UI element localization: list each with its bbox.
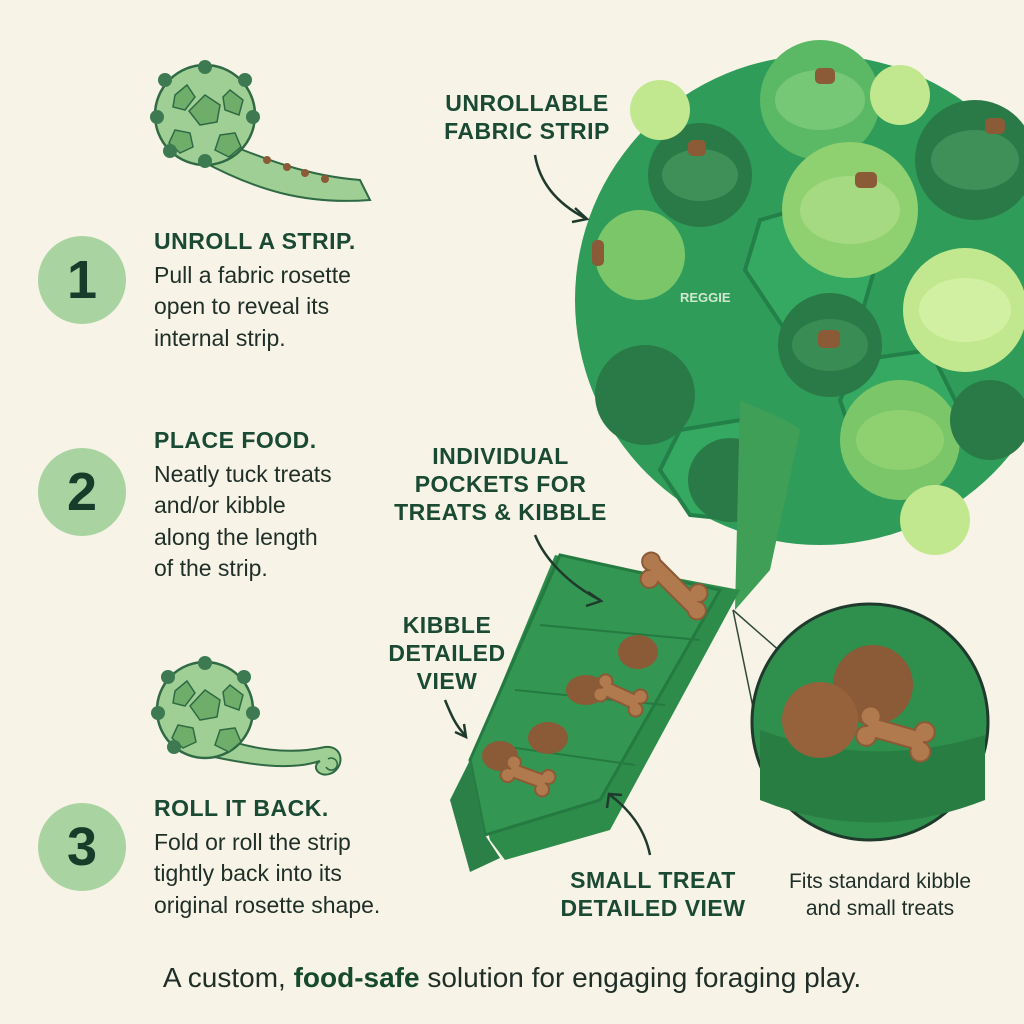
callout-line: UNROLLABLE xyxy=(445,90,609,116)
brand-label: REGGIE xyxy=(680,290,731,305)
step-2-description: Neatly tuck treats and/or kibble along t… xyxy=(154,459,332,584)
step-1-number: 1 xyxy=(38,236,126,324)
callout-pockets: INDIVIDUAL POCKETS FOR TREATS & KIBBLE xyxy=(388,442,613,526)
footer-tagline: A custom, food-safe solution for engagin… xyxy=(0,962,1024,994)
fabric-rosettes xyxy=(595,40,1024,555)
ball-sketch-rolled-icon xyxy=(151,656,342,776)
callout-kibble-view: KIBBLE DETAILED VIEW xyxy=(382,611,512,695)
caption-line: and small treats xyxy=(805,897,955,921)
step-1-line: internal strip. xyxy=(154,324,286,351)
step-3-line: Fold or roll the strip xyxy=(154,829,351,855)
footer-text: solution for engaging foraging play. xyxy=(419,962,862,993)
footer-emphasis: food-safe xyxy=(293,962,420,993)
step-2-line: along the length xyxy=(154,523,318,550)
callout-line: FABRIC STRIP xyxy=(444,118,610,145)
step-3-line: original rosette shape. xyxy=(154,891,381,918)
step-1-description: Pull a fabric rosette open to reveal its… xyxy=(154,260,351,354)
step-3-description: Fold or roll the strip tightly back into… xyxy=(154,827,380,921)
ball-sketch-icon xyxy=(150,60,372,202)
step-1-title: UNROLL A STRIP. xyxy=(154,228,356,254)
step-2-title: PLACE FOOD. xyxy=(154,427,317,453)
caption-line: Fits standard kibble xyxy=(788,870,972,893)
step-2-number: 2 xyxy=(38,448,126,536)
callout-line: INDIVIDUAL xyxy=(432,443,569,469)
callout-line: TREATS & KIBBLE xyxy=(394,499,607,526)
arrow-icon xyxy=(443,154,652,856)
step-2-line: and/or kibble xyxy=(154,492,286,519)
step-1-line: Pull a fabric rosette xyxy=(154,262,351,288)
callout-line: KIBBLE xyxy=(402,612,492,638)
step-2-line: Neatly tuck treats xyxy=(154,461,332,487)
bone-treat-icon xyxy=(499,551,709,798)
detail-magnifier xyxy=(732,602,990,842)
step-3-title: ROLL IT BACK. xyxy=(154,795,329,821)
step-3-number: 3 xyxy=(38,803,126,891)
step-3-line: tightly back into its xyxy=(154,860,342,887)
footer-text: A custom, xyxy=(162,962,294,993)
detail-caption: Fits standard kibble and small treats xyxy=(770,868,990,923)
step-1-line: open to reveal its xyxy=(154,293,330,320)
callout-line: VIEW xyxy=(416,668,478,695)
callout-line: SMALL TREAT xyxy=(570,867,736,893)
callout-treat-view: SMALL TREAT DETAILED VIEW xyxy=(548,866,758,922)
callout-line: DETAILED VIEW xyxy=(560,895,746,922)
callout-line: DETAILED xyxy=(388,640,506,667)
callout-line: POCKETS FOR xyxy=(414,471,587,498)
step-2-line: of the strip. xyxy=(154,554,268,581)
callout-fabric-strip: UNROLLABLE FABRIC STRIP xyxy=(432,89,622,145)
